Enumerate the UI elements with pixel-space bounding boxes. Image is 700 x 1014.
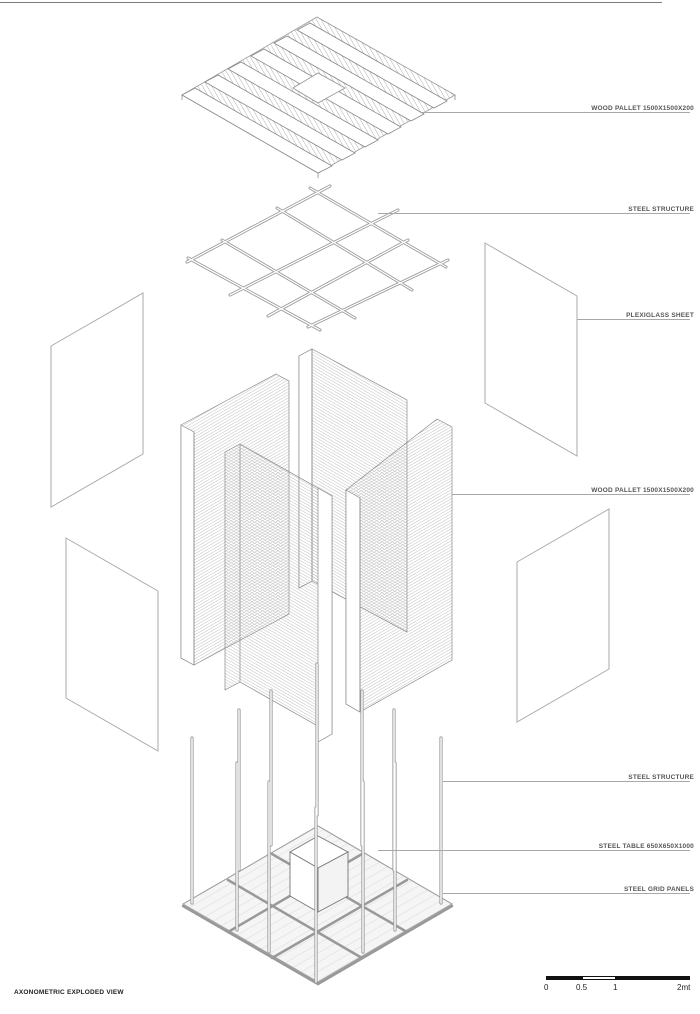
scale-tick-0: 0 [544, 983, 549, 992]
drawing-title: AXONOMETRIC EXPLODED VIEW [14, 989, 124, 996]
label-steel-structure-columns: STEEL STRUCTURE [628, 774, 694, 781]
leader-line [443, 781, 690, 782]
roof-wood-pallet [181, 16, 456, 178]
top-border-line [0, 2, 662, 3]
wall-wood-pallets [180, 348, 453, 743]
scale-tick-1: 1 [613, 983, 618, 992]
label-plexiglass-sheet: PLEXIGLASS SHEET [626, 312, 694, 319]
scale-segment [582, 976, 616, 980]
label-wall-wood-pallet: WOOD PALLET 1500X1500X200 [591, 487, 694, 494]
label-roof-wood-pallet: WOOD PALLET 1500X1500X200 [591, 105, 694, 112]
leader-line [452, 494, 690, 495]
scale-tick-0-5: 0.5 [576, 983, 588, 992]
leader-line [378, 850, 690, 851]
leader-line [577, 319, 690, 320]
steel-table [289, 835, 349, 913]
label-steel-grid-panels: STEEL GRID PANELS [624, 886, 694, 893]
scale-tick-2: 2mt [677, 983, 691, 992]
leader-line [420, 112, 690, 113]
label-steel-table: STEEL TABLE 650X650X1000 [598, 843, 694, 850]
scale-segment [616, 976, 690, 980]
label-roof-steel-structure: STEEL STRUCTURE [628, 206, 694, 213]
roof-steel-structure [185, 184, 450, 332]
plexiglass-sheets [50, 242, 610, 752]
leader-line [443, 893, 690, 894]
scale-bar [546, 976, 690, 981]
scale-segment [546, 976, 582, 980]
leader-line [378, 213, 690, 214]
